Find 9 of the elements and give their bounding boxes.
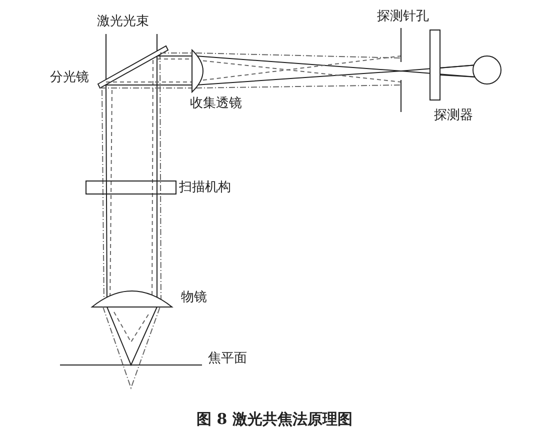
part-label: 扫描机构	[179, 180, 231, 195]
part-label: 激光光束	[97, 14, 149, 29]
part-label: 分光镜	[50, 70, 89, 85]
part-label: 焦平面	[208, 351, 247, 366]
part-label: 探测器	[434, 108, 473, 123]
figure-caption: 图 8 激光共焦法原理图	[196, 410, 354, 429]
part-label: 物镜	[181, 290, 207, 305]
part-label: 收集透镜	[190, 96, 242, 111]
part-label: 探测针孔	[377, 9, 429, 24]
